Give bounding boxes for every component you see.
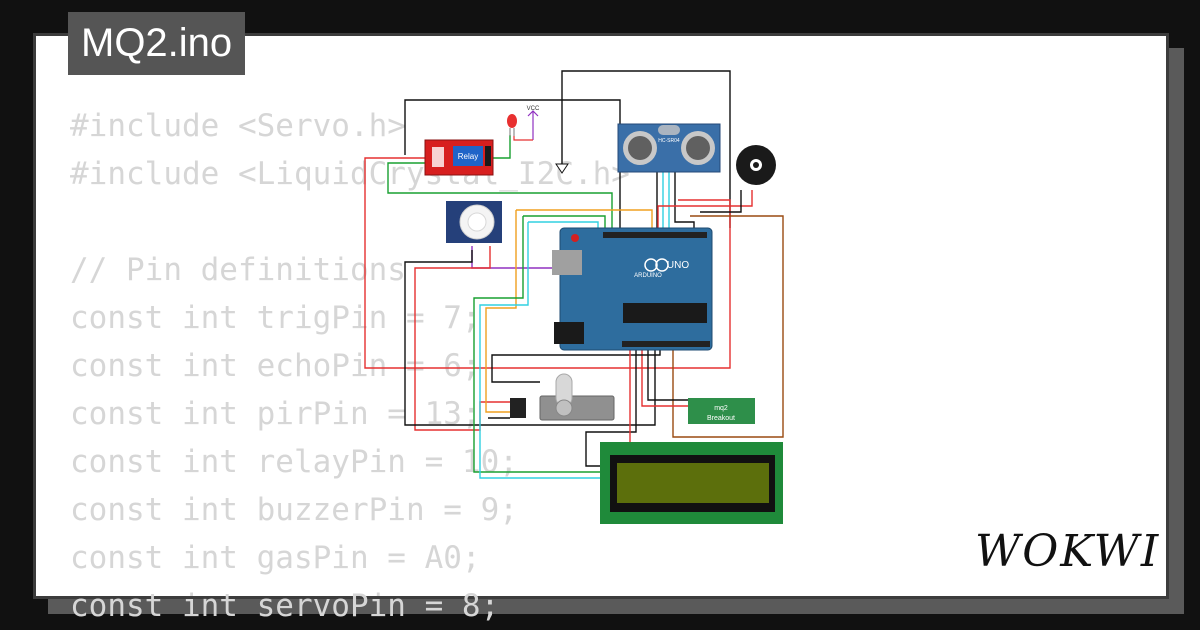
wokwi-logo: WOKWI [975, 526, 1161, 577]
code-line: // Pin definitions [70, 252, 406, 288]
code-line: const int servoPin = 8; [70, 588, 500, 624]
arduino-uno: ARDUINO UNO [552, 227, 713, 351]
wire-green [473, 216, 610, 473]
wire-black [674, 172, 695, 230]
ultrasonic-sensor: HC-SR04 [617, 123, 721, 173]
wire-green [492, 135, 511, 159]
wire-red [414, 246, 510, 431]
wire-cyan [479, 222, 610, 479]
mq2-label: mq2 [714, 405, 728, 412]
wire-green [387, 162, 613, 230]
wire-orange [485, 210, 517, 413]
led-component [507, 114, 517, 136]
wire-orange [516, 209, 653, 230]
pir-sensor [446, 201, 502, 243]
wire-black [585, 345, 637, 467]
wire-black [561, 70, 731, 228]
vcc-symbol: VCC [513, 106, 540, 141]
wire-red [364, 157, 731, 369]
wire-black [404, 250, 656, 426]
ground-symbol [555, 163, 569, 174]
wire-red [641, 345, 688, 407]
code-line: const int relayPin = 10; [70, 444, 518, 480]
mq2-breakout: mq2 Breakout [688, 398, 755, 424]
wire-black [491, 345, 661, 383]
lcd-display [600, 442, 783, 524]
arduino-brand-label: ARDUINO [634, 273, 662, 279]
sketch-title: MQ2.ino [68, 12, 246, 75]
wire-green [523, 215, 606, 230]
mq2-breakout-label: Breakout [707, 415, 735, 422]
wire-black [647, 345, 688, 401]
code-line: #include <Servo.h> [70, 108, 406, 144]
code-line: const int buzzerPin = 9; [70, 492, 518, 528]
buzzer [736, 145, 776, 185]
vcc-label: VCC [527, 106, 540, 112]
wire-cyan [528, 221, 599, 230]
relay-label: Relay [458, 152, 478, 161]
wire-red [657, 190, 753, 230]
arduino-model-label: UNO [667, 260, 689, 271]
code-line: const int pirPin = 13; [70, 396, 481, 432]
ultrasonic-label: HC-SR04 [658, 138, 680, 144]
servo-motor [510, 373, 615, 421]
wire-black [700, 190, 742, 213]
relay-module: Relay [424, 139, 494, 176]
code-line: const int gasPin = A0; [70, 540, 481, 576]
